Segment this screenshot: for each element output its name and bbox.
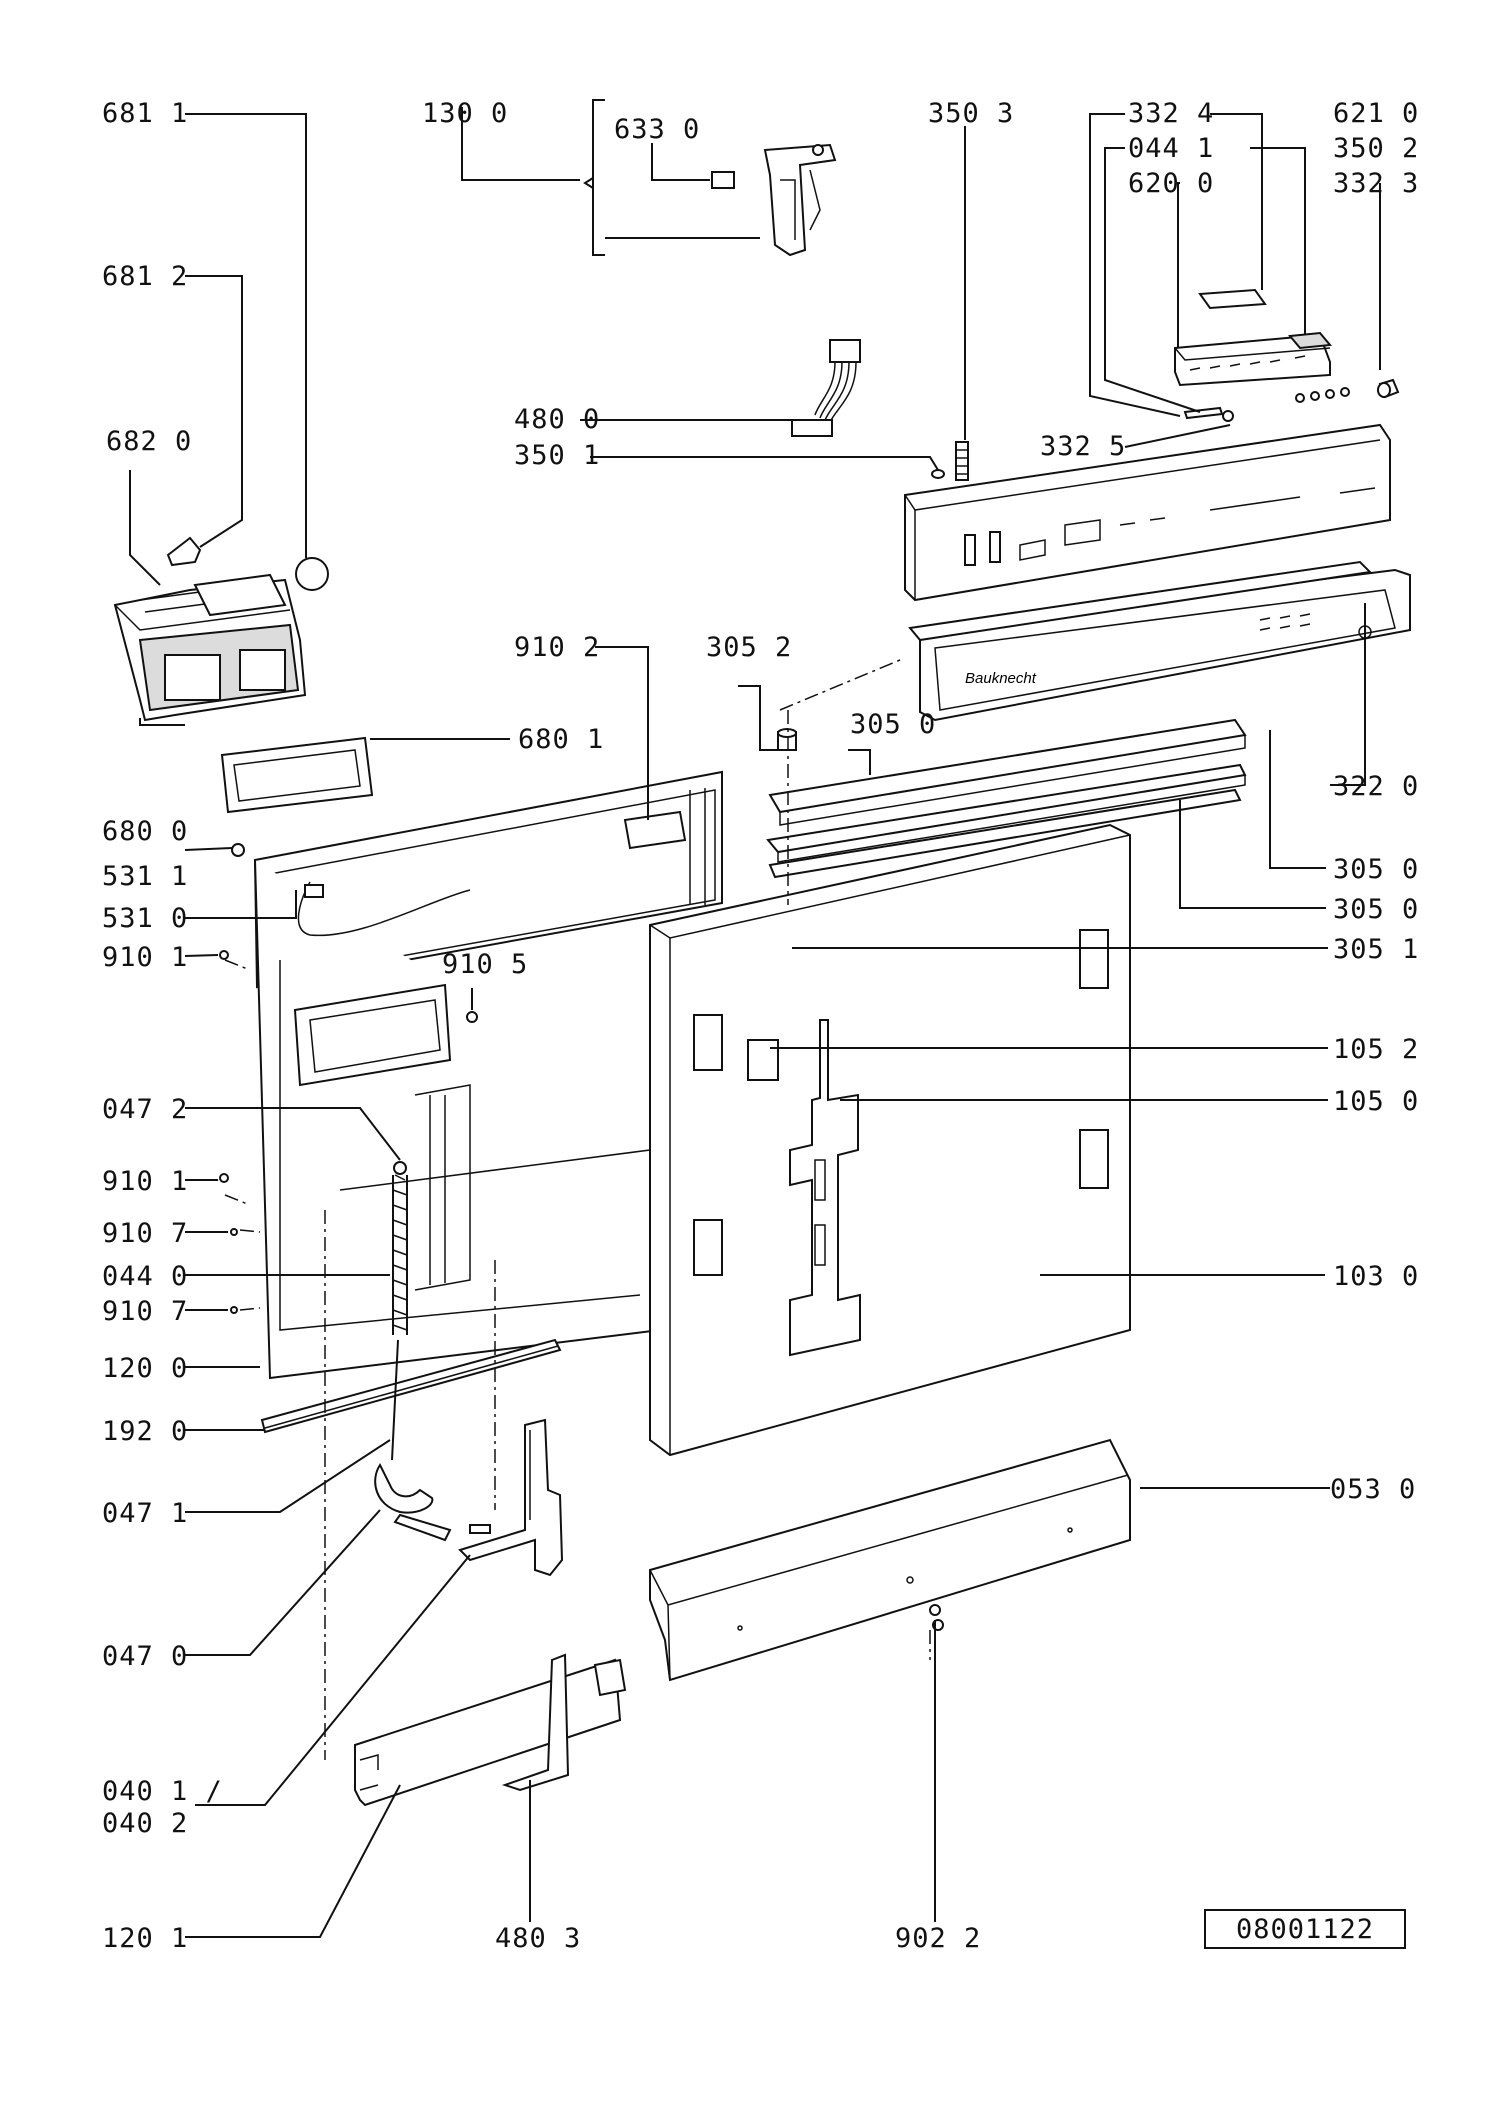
- label-633-0: 633 0: [614, 114, 700, 145]
- screw-910-7a: [230, 1228, 238, 1236]
- label-047-1: 047 1: [102, 1498, 188, 1529]
- bracket-assembly-130: [583, 99, 837, 257]
- control-module-620: [1174, 288, 1350, 403]
- label-910-5: 910 5: [442, 949, 528, 980]
- rails-305: [766, 718, 1247, 879]
- screw-902-2: [929, 1604, 941, 1616]
- leader-lines: [129, 107, 1381, 1938]
- label-332-4: 332 4: [1128, 98, 1214, 129]
- label-120-0: 120 0: [102, 1353, 188, 1384]
- label-044-0: 044 0: [102, 1261, 188, 1292]
- label-105-0: 105 0: [1333, 1086, 1419, 1117]
- label-040-2: 040 2: [102, 1808, 188, 1839]
- fascia-322: Bauknecht: [908, 560, 1411, 722]
- drawing-number: 08001122: [1236, 1914, 1374, 1945]
- strip-192: [260, 1338, 562, 1434]
- label-621-0: 621 0: [1333, 98, 1419, 129]
- wire-harness-480: [791, 339, 861, 437]
- label-680-0: 680 0: [102, 816, 188, 847]
- wedge-480-3: [501, 1653, 570, 1792]
- screw-910-1a: [219, 950, 229, 960]
- wire-531: [297, 881, 471, 937]
- label-044-1: 044 1: [1128, 133, 1214, 164]
- hinge-bracket-040: [458, 1418, 564, 1577]
- hinge-spring-047: [374, 1161, 452, 1542]
- label-910-7-b: 910 7: [102, 1296, 188, 1327]
- label-040-1: 040 1 /: [102, 1776, 223, 1807]
- label-910-1-b: 910 1: [102, 1166, 188, 1197]
- label-910-1-a: 910 1: [102, 942, 188, 973]
- label-910-2: 910 2: [514, 632, 600, 663]
- pin-332-4: [1183, 406, 1234, 422]
- part-labels: 681 1 130 0 633 0 350 3 332 4 621 0 044 …: [102, 98, 1419, 1954]
- label-681-1: 681 1: [102, 98, 188, 129]
- label-480-0: 480 0: [514, 404, 600, 435]
- label-480-3: 480 3: [495, 1923, 581, 1954]
- label-192-0: 192 0: [102, 1416, 188, 1447]
- label-105-2: 105 2: [1333, 1034, 1419, 1065]
- screw-910-1b: [219, 1173, 229, 1183]
- label-620-0: 620 0: [1128, 168, 1214, 199]
- spring-350-3: [955, 441, 969, 481]
- label-680-1: 680 1: [518, 724, 604, 755]
- label-350-3: 350 3: [928, 98, 1014, 129]
- label-047-2: 047 2: [102, 1094, 188, 1125]
- brand-label: Bauknecht: [965, 670, 1037, 687]
- label-682-0: 682 0: [106, 426, 192, 457]
- kickplate-053: [649, 1438, 1131, 1682]
- clip-305-2: [777, 728, 797, 751]
- label-305-0-a: 305 0: [850, 709, 936, 740]
- screw-531-1: [231, 843, 245, 857]
- label-053-0: 053 0: [1330, 1474, 1416, 1505]
- label-531-1: 531 1: [102, 861, 188, 892]
- label-305-0-c: 305 0: [1333, 894, 1419, 925]
- screw-910-5: [466, 1011, 478, 1023]
- clip-681-2: [166, 536, 202, 567]
- part-350-1: [931, 469, 945, 479]
- label-332-3: 332 3: [1333, 168, 1419, 199]
- label-130-0: 130 0: [422, 98, 508, 129]
- label-350-2: 350 2: [1333, 133, 1419, 164]
- control-panel-322: [904, 423, 1391, 602]
- lower-bracket-120: [354, 1658, 627, 1807]
- alignment-lines: [224, 659, 931, 1760]
- inner-door-panel: [253, 770, 723, 1380]
- screw-910-7b: [230, 1306, 238, 1314]
- label-681-2: 681 2: [102, 261, 188, 292]
- dispenser-680: [113, 573, 307, 722]
- knob-332-3: [1377, 378, 1400, 399]
- label-322-0: 322 0: [1333, 771, 1419, 802]
- label-902-2: 902 2: [895, 1923, 981, 1954]
- outer-door-103: [649, 823, 1131, 1457]
- label-910-7-a: 910 7: [102, 1218, 188, 1249]
- label-332-5: 332 5: [1040, 431, 1126, 462]
- label-305-1: 305 1: [1333, 934, 1419, 965]
- label-120-1: 120 1: [102, 1923, 188, 1954]
- label-103-0: 103 0: [1333, 1261, 1419, 1292]
- label-047-0: 047 0: [102, 1641, 188, 1672]
- label-531-0: 531 0: [102, 903, 188, 934]
- label-350-1: 350 1: [514, 440, 600, 471]
- label-305-2: 305 2: [706, 632, 792, 663]
- label-305-0-b: 305 0: [1333, 854, 1419, 885]
- ball-681-1: [295, 557, 329, 591]
- drawing-number-box: 08001122: [1204, 1909, 1406, 1949]
- gasket-680-1: [220, 736, 374, 814]
